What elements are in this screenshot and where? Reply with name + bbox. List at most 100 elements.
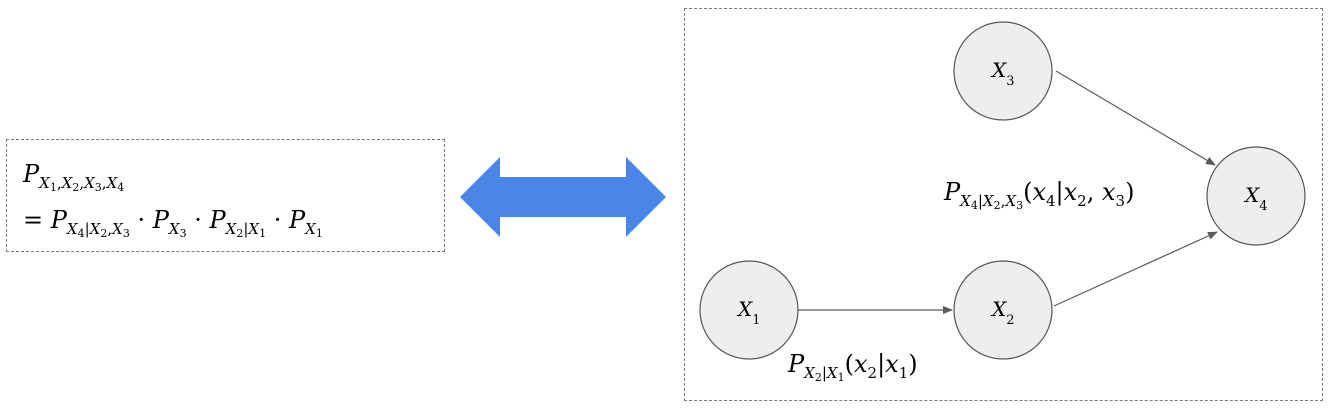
x-var: X bbox=[168, 220, 180, 238]
factor-x3: X3 bbox=[168, 220, 187, 240]
x-var: X bbox=[39, 174, 50, 192]
bar: | bbox=[821, 364, 827, 382]
bar: | bbox=[1055, 178, 1064, 206]
comma: , bbox=[101, 174, 107, 192]
x-var: X bbox=[804, 364, 815, 382]
x-lower: x bbox=[1032, 178, 1046, 206]
p-symbol: P bbox=[23, 160, 40, 188]
paren: ( bbox=[1023, 178, 1033, 206]
node-index: 3 bbox=[1006, 74, 1015, 89]
x-var: X bbox=[61, 174, 73, 192]
node-x1 bbox=[699, 260, 799, 360]
factor-x1: X1 bbox=[305, 220, 323, 240]
index: 3 bbox=[122, 227, 130, 240]
comma: , bbox=[56, 174, 62, 192]
x-var: X bbox=[89, 220, 101, 238]
x-lower: x bbox=[885, 350, 899, 378]
index: 4 bbox=[77, 227, 85, 240]
factor-x2-given-x1: X2|X1 bbox=[225, 220, 267, 240]
bar: | bbox=[977, 192, 983, 210]
cond-subscript: X2|X1 bbox=[804, 364, 845, 384]
x-lower: x bbox=[1102, 178, 1116, 206]
paren: ( bbox=[844, 350, 854, 378]
node-letter: X bbox=[1245, 183, 1260, 207]
x-var: X bbox=[225, 220, 237, 238]
bidirectional-arrow-shape bbox=[460, 157, 666, 237]
comma: , bbox=[1000, 192, 1006, 210]
x-var: X bbox=[112, 220, 123, 238]
node-letter: X bbox=[992, 297, 1007, 321]
dot-operator: · bbox=[137, 206, 146, 234]
index: 3 bbox=[179, 227, 187, 240]
index: 1 bbox=[259, 227, 267, 240]
index: 2 bbox=[867, 364, 878, 382]
edge-label-x4-given-x2-x3: PX4|X2,X3(x4|x2, x3) bbox=[944, 178, 1134, 212]
index: 2 bbox=[1077, 192, 1087, 210]
node-index: 4 bbox=[1259, 199, 1268, 214]
p-symbol: P bbox=[152, 206, 169, 234]
index: 3 bbox=[1016, 199, 1024, 212]
index: 1 bbox=[837, 371, 845, 384]
index: 2 bbox=[72, 181, 80, 194]
node-x1-label: X1 bbox=[738, 297, 761, 328]
node-letter: X bbox=[738, 297, 753, 321]
bar: | bbox=[84, 220, 90, 238]
index: 3 bbox=[94, 181, 102, 194]
node-x2 bbox=[953, 260, 1053, 360]
index: 3 bbox=[1115, 192, 1126, 210]
bar: | bbox=[243, 220, 249, 238]
node-index: 1 bbox=[752, 313, 761, 328]
node-x3-label: X3 bbox=[992, 58, 1015, 89]
factor-x4-given-x2-x3: X4|X2,X3 bbox=[66, 220, 130, 240]
dot-operator: · bbox=[273, 206, 282, 234]
index: 4 bbox=[1045, 192, 1056, 210]
paren: ) bbox=[908, 350, 918, 378]
index: 1 bbox=[898, 364, 909, 382]
p-symbol: P bbox=[289, 206, 306, 234]
bayesian-network-graph bbox=[699, 21, 1306, 360]
index: 1 bbox=[315, 227, 323, 240]
x-lower: x bbox=[853, 350, 868, 378]
edge-x3-to-x4 bbox=[1055, 70, 1216, 166]
comma: , bbox=[1086, 178, 1095, 206]
edge-label-x2-given-x1: PX2|X1(x2|x1) bbox=[788, 350, 918, 384]
joint-distribution-lhs: PX1,X2,X3,X4 bbox=[23, 162, 124, 193]
x-var: X bbox=[826, 364, 838, 382]
factorization-rhs: = PX4|X2,X3 · PX3 · PX2|X1 · PX1 bbox=[23, 208, 323, 239]
index: 2 bbox=[236, 227, 244, 240]
node-x4-label: X4 bbox=[1245, 183, 1268, 214]
x-var: X bbox=[248, 220, 260, 238]
dot-operator: · bbox=[194, 206, 202, 234]
index: 1 bbox=[49, 181, 57, 194]
index: 4 bbox=[117, 181, 125, 194]
node-index: 2 bbox=[1006, 313, 1015, 328]
node-letter: X bbox=[992, 58, 1007, 82]
bayesian-network-box bbox=[684, 8, 1323, 401]
index: 2 bbox=[814, 371, 822, 384]
edge-x2-to-x4 bbox=[1053, 231, 1218, 307]
x-var: X bbox=[960, 192, 971, 210]
p-symbol: P bbox=[209, 206, 226, 234]
x-var: X bbox=[84, 174, 95, 192]
index: 2 bbox=[100, 227, 108, 240]
p-symbol: P bbox=[50, 206, 67, 234]
index: 2 bbox=[993, 199, 1001, 212]
x-var: X bbox=[305, 220, 316, 238]
x-lower: x bbox=[1063, 178, 1078, 206]
joint-distribution-formula-box: PX1,X2,X3,X4 = PX4|X2,X3 · PX3 · PX2|X1 … bbox=[6, 139, 445, 252]
p-symbol: P bbox=[788, 350, 805, 378]
cond-subscript: X4|X2,X3 bbox=[960, 192, 1024, 212]
node-x4 bbox=[1206, 146, 1306, 246]
comma: , bbox=[79, 174, 85, 192]
x-var: X bbox=[1005, 192, 1017, 210]
bar: | bbox=[877, 350, 886, 378]
x-var: X bbox=[982, 192, 994, 210]
node-x2-label: X2 bbox=[992, 297, 1015, 328]
comma: , bbox=[107, 220, 113, 238]
equals-sign: = bbox=[23, 206, 44, 234]
x-var: X bbox=[66, 220, 78, 238]
index: 4 bbox=[970, 199, 978, 212]
x-var: X bbox=[106, 174, 118, 192]
joint-subscript: X1,X2,X3,X4 bbox=[39, 174, 125, 194]
node-x3 bbox=[953, 21, 1053, 121]
